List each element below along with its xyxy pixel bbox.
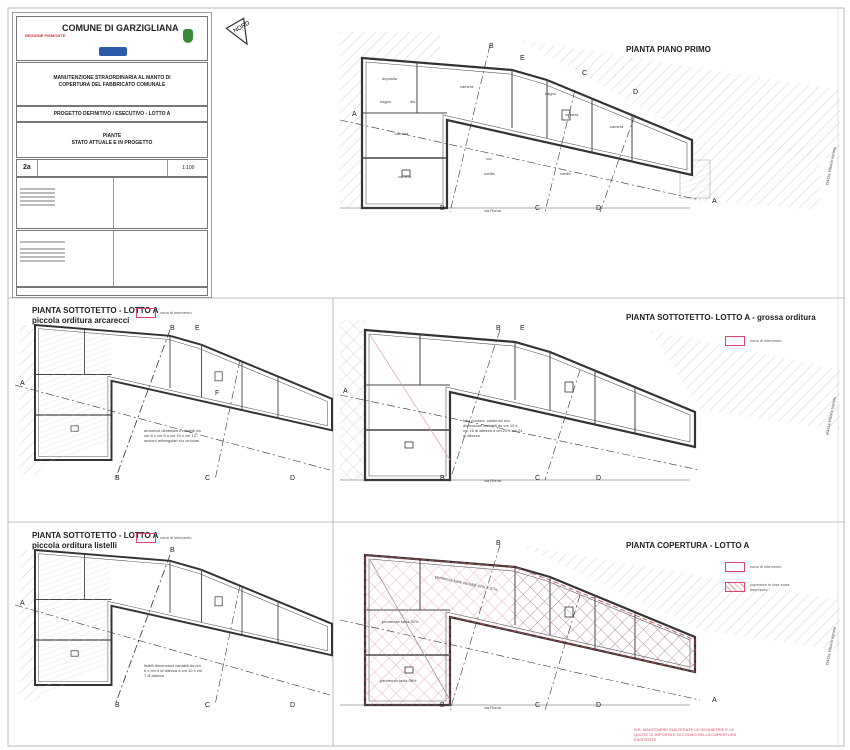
disclaimer-box (16, 287, 208, 296)
north-arrow-icon: NORD (225, 17, 252, 46)
title-block-header: REGIONE PIEMONTE COMUNE DI GARZIGLIANA (16, 16, 208, 61)
roof-footnote: N.B. MANTENERE INALTERATE LE GEOMETRIE E… (634, 727, 737, 742)
region-logo: REGIONE PIEMONTE (25, 33, 66, 38)
slope-label: pendenza falda 36% (380, 678, 417, 683)
room-label: deposito (382, 76, 398, 81)
legend-label-zone: zona di intervento (750, 338, 782, 343)
note-purlins: arcarecci dimensioni variabili da cm 8 x… (144, 428, 201, 443)
drawing-title-box: PIANTE STATO ATTUALE E IN PROGETTO (16, 122, 208, 158)
panel-title-roof: PIANTA COPERTURA - LOTTO A (626, 541, 750, 550)
plan-attic-purlins (14, 324, 333, 481)
section-marker-d: D (596, 475, 601, 482)
legend-swatch-zone (136, 308, 156, 318)
section-marker-a: A (20, 600, 25, 607)
section-marker-d: D (290, 475, 295, 482)
section-marker-d: D (596, 205, 601, 212)
street-label: via Roma (484, 705, 502, 710)
section-marker-e: E (520, 325, 525, 332)
plan-attic-battens (14, 549, 333, 706)
street-label: via Roma (484, 208, 502, 213)
section-marker-c: C (535, 475, 540, 482)
coat-of-arms-icon (183, 29, 193, 43)
section-marker-d: D (596, 702, 601, 709)
phase-box: PROGETTO DEFINITIVO / ESECUTIVO - LOTTO … (16, 106, 208, 122)
room-label: dis. (410, 99, 416, 104)
room-label: camera (398, 174, 412, 179)
room-label: camera (395, 131, 409, 136)
section-marker-c: C (535, 205, 540, 212)
legend-swatch-zone (136, 533, 156, 543)
room-label: camera (460, 84, 474, 89)
project-phase: PROGETTO DEFINITIVO / ESECUTIVO - LOTTO … (53, 111, 171, 117)
project-title-box: MANUTENZIONE STRAORDINARIA AL MANTO DI C… (16, 62, 208, 106)
section-marker-a: A (20, 380, 25, 387)
plan-roof (339, 544, 840, 711)
legend-swatch-zone (725, 562, 745, 572)
project-title: MANUTENZIONE STRAORDINARIA AL MANTO DI C… (53, 75, 171, 88)
legend-label-outside-zone: coperture in lose zona intervento (750, 582, 790, 592)
note-main-structure: falsi puntoni, cantonali ecc. dimensioni… (463, 418, 523, 438)
room-label: bagno (380, 99, 392, 104)
slope-label: pendenza falda 32% (382, 619, 419, 624)
procedure-manager-box (16, 230, 208, 287)
sponsor-logo (99, 47, 127, 56)
section-marker-e: E (520, 55, 525, 62)
manager-text (20, 239, 65, 264)
section-marker-b: B (115, 702, 120, 709)
panel-subtitle-attic-battens: piccola orditura listelli (32, 541, 117, 550)
street-label: via Roma (484, 478, 502, 483)
sheet-number: 2a (23, 164, 31, 171)
section-marker-d: D (633, 89, 638, 96)
sheet-border (7, 7, 845, 747)
room-label: camera (565, 112, 579, 117)
room-label: ccc (486, 156, 492, 161)
legend-label-zone: zona di intervento (160, 310, 192, 315)
section-marker-a: A (343, 388, 348, 395)
section-marker-a: A (712, 697, 717, 704)
drawing-subtitle: STATO ATTUALE E IN PROGETTO (71, 140, 153, 146)
section-marker-b: B (496, 325, 501, 332)
plan-attic-main (339, 320, 840, 482)
section-marker-b: B (440, 205, 445, 212)
legend-label-zone: zona di intervento (160, 535, 192, 540)
legend-swatch-outside-zone (725, 582, 745, 592)
title-block: REGIONE PIEMONTE COMUNE DI GARZIGLIANA M… (12, 12, 212, 298)
section-marker-f: F (215, 390, 219, 397)
panel-title-attic-battens: PIANTA SOTTOTETTO - LOTTO A (32, 531, 159, 540)
panel-title-attic-purlins: PIANTA SOTTOTETTO - LOTTO A (32, 306, 159, 315)
section-marker-a: A (352, 111, 357, 118)
section-marker-b: B (489, 43, 494, 50)
section-marker-b: B (170, 547, 175, 554)
section-marker-d: D (290, 702, 295, 709)
section-marker-e: E (195, 325, 200, 332)
legend-label-zone: zona di intervento (750, 564, 782, 569)
municipality-name: COMUNE DI GARZIGLIANA (62, 23, 179, 33)
panel-subtitle-attic-purlins: piccola orditura arcarecci (32, 316, 130, 325)
section-marker-c: C (205, 702, 210, 709)
plan-first-floor (339, 32, 840, 213)
legend-swatch-zone (725, 336, 745, 346)
section-marker-b: B (440, 475, 445, 482)
sheet-info-row: 2a 1:100 (16, 159, 208, 177)
room-label: camera (610, 124, 624, 129)
section-marker-b: B (115, 475, 120, 482)
section-marker-b: B (440, 702, 445, 709)
section-marker-c: C (582, 70, 587, 77)
north-label: NORD (233, 20, 252, 34)
section-marker-c: C (535, 702, 540, 709)
note-battens: listelli dimensioni variabili da cm 6 x … (144, 663, 203, 678)
room-label: cortile (484, 171, 495, 176)
panel-title-first-floor: PIANTA PIANO PRIMO (626, 45, 711, 54)
room-label: cortile (560, 171, 571, 176)
section-marker-a: A (712, 198, 717, 205)
section-marker-c: C (205, 475, 210, 482)
designer-text (20, 186, 55, 208)
section-marker-b: B (496, 540, 501, 547)
section-marker-b: B (170, 325, 175, 332)
panel-title-attic-main: PIANTA SOTTOTETTO- LOTTO A - grossa ordi… (626, 313, 816, 322)
scale-label: 1:100 (182, 165, 195, 171)
room-label: bagno (545, 91, 557, 96)
designer-box (16, 177, 208, 229)
drawing-title: PIANTE (102, 133, 122, 139)
